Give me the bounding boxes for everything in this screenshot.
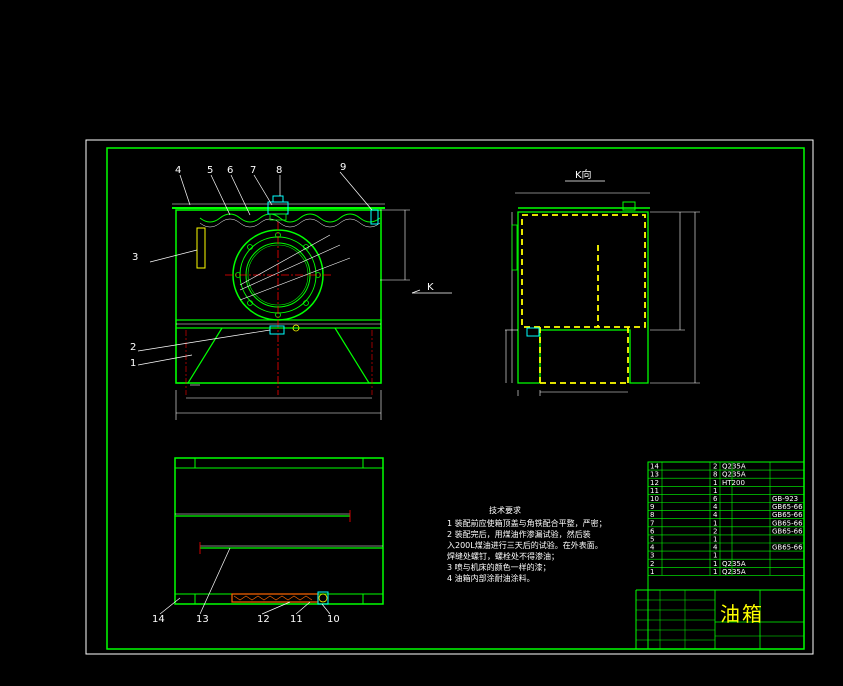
parts-table-cell-no: 7 xyxy=(650,519,654,527)
parts-table-cell-qty: 1 xyxy=(713,536,717,544)
parts-table-cell-no: 2 xyxy=(650,560,654,568)
parts-table-cell-qty: 1 xyxy=(713,487,717,495)
sheet-outer-border xyxy=(85,139,814,655)
parts-table-cell-no: 4 xyxy=(650,544,655,552)
parts-table-cell-remark: GB65-66 xyxy=(772,511,803,519)
parts-table-cell-no: 12 xyxy=(650,479,659,487)
side-view: K向 xyxy=(505,168,700,396)
requirement-line: 1 装配前应使箱顶盖与角铁配合平整，严密； xyxy=(447,519,607,528)
callout-8: 8 xyxy=(276,165,282,176)
requirement-line: 焊缝处螺钉，螺栓处不得渗油； xyxy=(447,552,559,561)
parts-table-cell-remark: GB65-66 xyxy=(772,519,803,527)
requirements-title: 技术要求 xyxy=(489,506,521,515)
parts-table-cell-no: 6 xyxy=(650,527,655,535)
parts-table-cell-no: 9 xyxy=(650,503,654,511)
parts-table-cell-material: Q235A xyxy=(722,463,746,471)
requirement-line: 入200L煤油进行三天后的试验。在外表面。 xyxy=(447,541,603,550)
parts-table-cell-qty: 1 xyxy=(713,479,717,487)
parts-table-cell-no: 8 xyxy=(650,511,654,519)
callout-2: 2 xyxy=(130,342,136,353)
drawing-title: 油箱 xyxy=(720,602,764,626)
front-view: K xyxy=(172,195,452,420)
parts-table-cell-remark: GB-923 xyxy=(772,495,798,503)
parts-table-cell-qty: 8 xyxy=(713,471,717,479)
parts-table-cell-qty: 6 xyxy=(713,495,718,503)
parts-table-cell-no: 5 xyxy=(650,536,654,544)
callout-9: 9 xyxy=(340,162,346,173)
parts-table-cell-no: 13 xyxy=(650,471,659,479)
technical-requirements: 技术要求 1 装配前应使箱顶盖与角铁配合平整，严密； 2 装配完后，用煤油作渗漏… xyxy=(447,505,607,584)
requirement-line: 4 油箱内部涂耐油涂料。 xyxy=(447,574,535,583)
callout-4: 4 xyxy=(175,165,181,176)
callout-6: 6 xyxy=(227,165,233,176)
parts-table-cell-material: Q235A xyxy=(722,560,746,568)
parts-table-cell-material: HT200 xyxy=(722,479,745,487)
section-arrow-label: K xyxy=(427,282,434,293)
parts-table-cell-material: Q235A xyxy=(722,568,746,576)
callout-1: 1 xyxy=(130,358,136,369)
parts-table-cell-qty: 1 xyxy=(713,552,717,560)
parts-table-cell-qty: 4 xyxy=(713,544,718,552)
requirement-line: 2 装配完后，用煤油作渗漏试验，然后装 xyxy=(447,530,591,539)
parts-table-cell-qty: 2 xyxy=(713,463,717,471)
top-callout-leaders xyxy=(159,547,331,615)
callout-11: 11 xyxy=(290,614,303,625)
top-view xyxy=(174,457,384,605)
callout-13: 13 xyxy=(196,614,209,625)
callout-7: 7 xyxy=(250,165,256,176)
callout-12: 12 xyxy=(257,614,270,625)
parts-table-cell-no: 10 xyxy=(650,495,659,503)
parts-table-cell-material: Q235A xyxy=(722,471,746,479)
callout-14: 14 xyxy=(152,614,165,625)
parts-table-cell-no: 14 xyxy=(650,463,659,471)
parts-table-cell-no: 11 xyxy=(650,487,659,495)
parts-table-cell-no: 3 xyxy=(650,552,654,560)
parts-table-cell-remark: GB65-66 xyxy=(772,503,803,511)
parts-table-cell-remark: GB65-66 xyxy=(772,527,803,535)
requirement-line: 3 喷与机床的颜色一样的漆； xyxy=(447,563,551,572)
callout-10: 10 xyxy=(327,614,340,625)
parts-table-cell-no: 1 xyxy=(650,568,654,576)
parts-table-cell-qty: 1 xyxy=(713,568,717,576)
view-title: K向 xyxy=(575,168,592,181)
callout-3: 3 xyxy=(132,252,138,263)
parts-table-cell-qty: 2 xyxy=(713,527,717,535)
parts-table-cell-remark: GB65-66 xyxy=(772,544,803,552)
sheet-inner-frame xyxy=(106,147,805,650)
parts-table-cell-qty: 1 xyxy=(713,519,717,527)
front-callout-leaders xyxy=(137,171,373,366)
callout-5: 5 xyxy=(207,165,213,176)
parts-table-cell-qty: 4 xyxy=(713,503,718,511)
parts-table-cell-qty: 1 xyxy=(713,560,717,568)
parts-table-cell-qty: 4 xyxy=(713,511,718,519)
